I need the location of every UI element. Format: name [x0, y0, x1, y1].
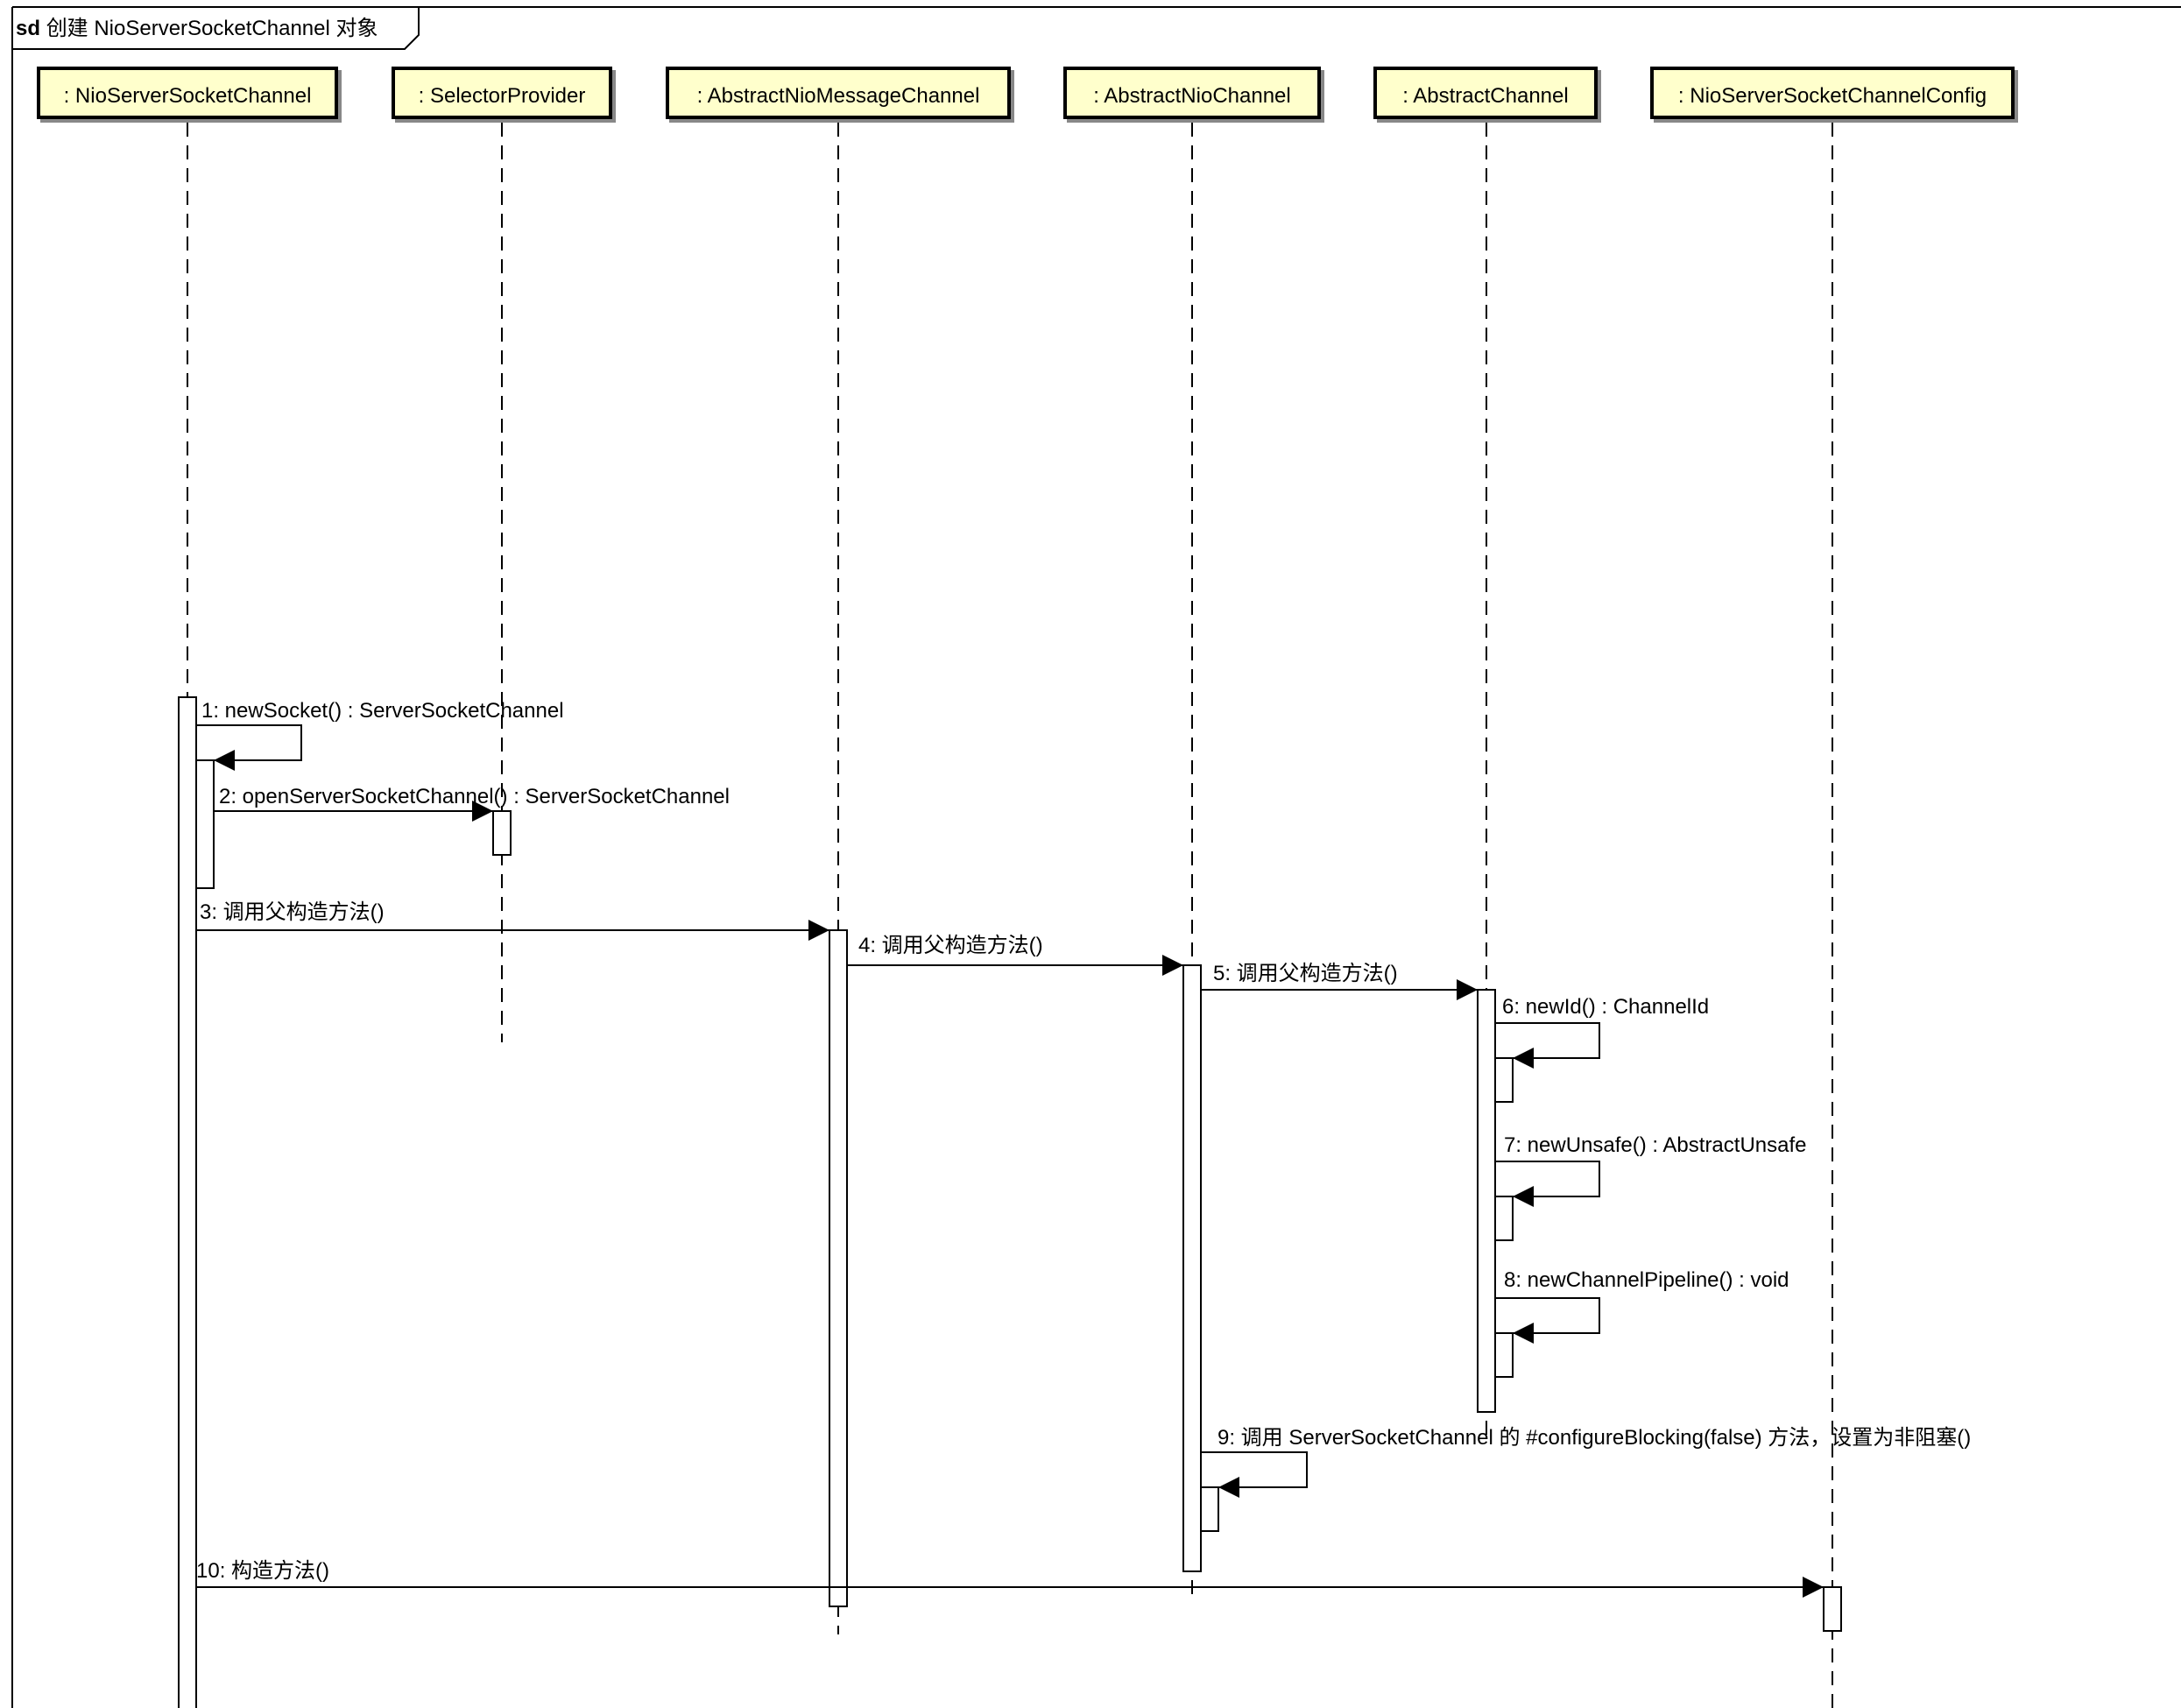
message-label-6: 6: newId() : ChannelId	[1502, 995, 1710, 1019]
arrow-m6	[1495, 1022, 1600, 1059]
arrow-m8	[1495, 1297, 1600, 1334]
activation-ac-self7	[1494, 1196, 1514, 1241]
activation-ac-self6	[1494, 1057, 1514, 1103]
frame-title: 创建 NioServerSocketChannel 对象	[46, 17, 378, 40]
message-label-2: 2: openServerSocketChannel() : ServerSoc…	[219, 785, 730, 808]
arrowhead-m9	[1218, 1477, 1239, 1498]
lifeline-nio-server-socket-channel: : NioServerSocketChannel	[37, 67, 338, 119]
arrowhead-m6	[1513, 1048, 1534, 1069]
message-label-1: 1: newSocket() : ServerSocketChannel	[201, 699, 564, 723]
activation-sp	[492, 810, 512, 856]
arrowheads	[214, 750, 1824, 1598]
arrow-m7	[1495, 1161, 1600, 1197]
message-label-9: 9: 调用 ServerSocketChannel 的 #configureBl…	[1218, 1426, 1972, 1450]
activation-anc	[1182, 964, 1202, 1572]
activation-nssc-main	[178, 696, 197, 1708]
message-label-7: 7: newUnsafe() : AbstractUnsafe	[1504, 1133, 1807, 1157]
arrowhead-m2	[472, 801, 493, 822]
lifeline-lines	[187, 123, 1833, 1708]
lifeline-abstract-nio-message-channel: : AbstractNioMessageChannel	[666, 67, 1011, 119]
arrowhead-m1	[214, 750, 235, 771]
lifeline-selector-provider: : SelectorProvider	[392, 67, 612, 119]
activation-nssc-self1	[195, 759, 215, 889]
arrow-m9	[1201, 1451, 1308, 1488]
arrowhead-m8	[1513, 1323, 1534, 1344]
frame-border	[11, 6, 2181, 1708]
message-arrows	[196, 724, 1824, 1588]
lifeline-nio-server-socket-channel-config: : NioServerSocketChannelConfig	[1650, 67, 2015, 119]
arrowhead-m5	[1457, 979, 1478, 1000]
arrowhead-m7	[1513, 1186, 1534, 1207]
lifeline-abstract-channel: : AbstractChannel	[1373, 67, 1598, 119]
frame-keyword: sd	[16, 17, 41, 40]
frame	[11, 6, 2181, 1708]
message-label-3: 3: 调用父构造方法()	[200, 900, 385, 924]
activation-anc-self9	[1200, 1486, 1219, 1532]
activation-nsscc	[1823, 1586, 1842, 1632]
message-label-4: 4: 调用父构造方法()	[858, 934, 1043, 957]
message-label-10: 10: 构造方法()	[196, 1559, 330, 1583]
activation-ac	[1477, 989, 1496, 1413]
arrowhead-m3	[808, 920, 829, 941]
frame-tab: sd 创建 NioServerSocketChannel 对象	[16, 12, 378, 46]
message-label-5: 5: 调用父构造方法()	[1213, 962, 1398, 985]
arrowhead-m4	[1162, 955, 1183, 976]
frame-tab-outline	[12, 7, 420, 50]
message-label-8: 8: newChannelPipeline() : void	[1504, 1268, 1789, 1292]
activation-anmc	[829, 929, 848, 1607]
activation-ac-self8	[1494, 1332, 1514, 1378]
activations	[178, 696, 1842, 1708]
arrowhead-m10	[1803, 1577, 1824, 1598]
arrow-m1	[196, 724, 302, 761]
lifeline-abstract-nio-channel: : AbstractNioChannel	[1063, 67, 1321, 119]
